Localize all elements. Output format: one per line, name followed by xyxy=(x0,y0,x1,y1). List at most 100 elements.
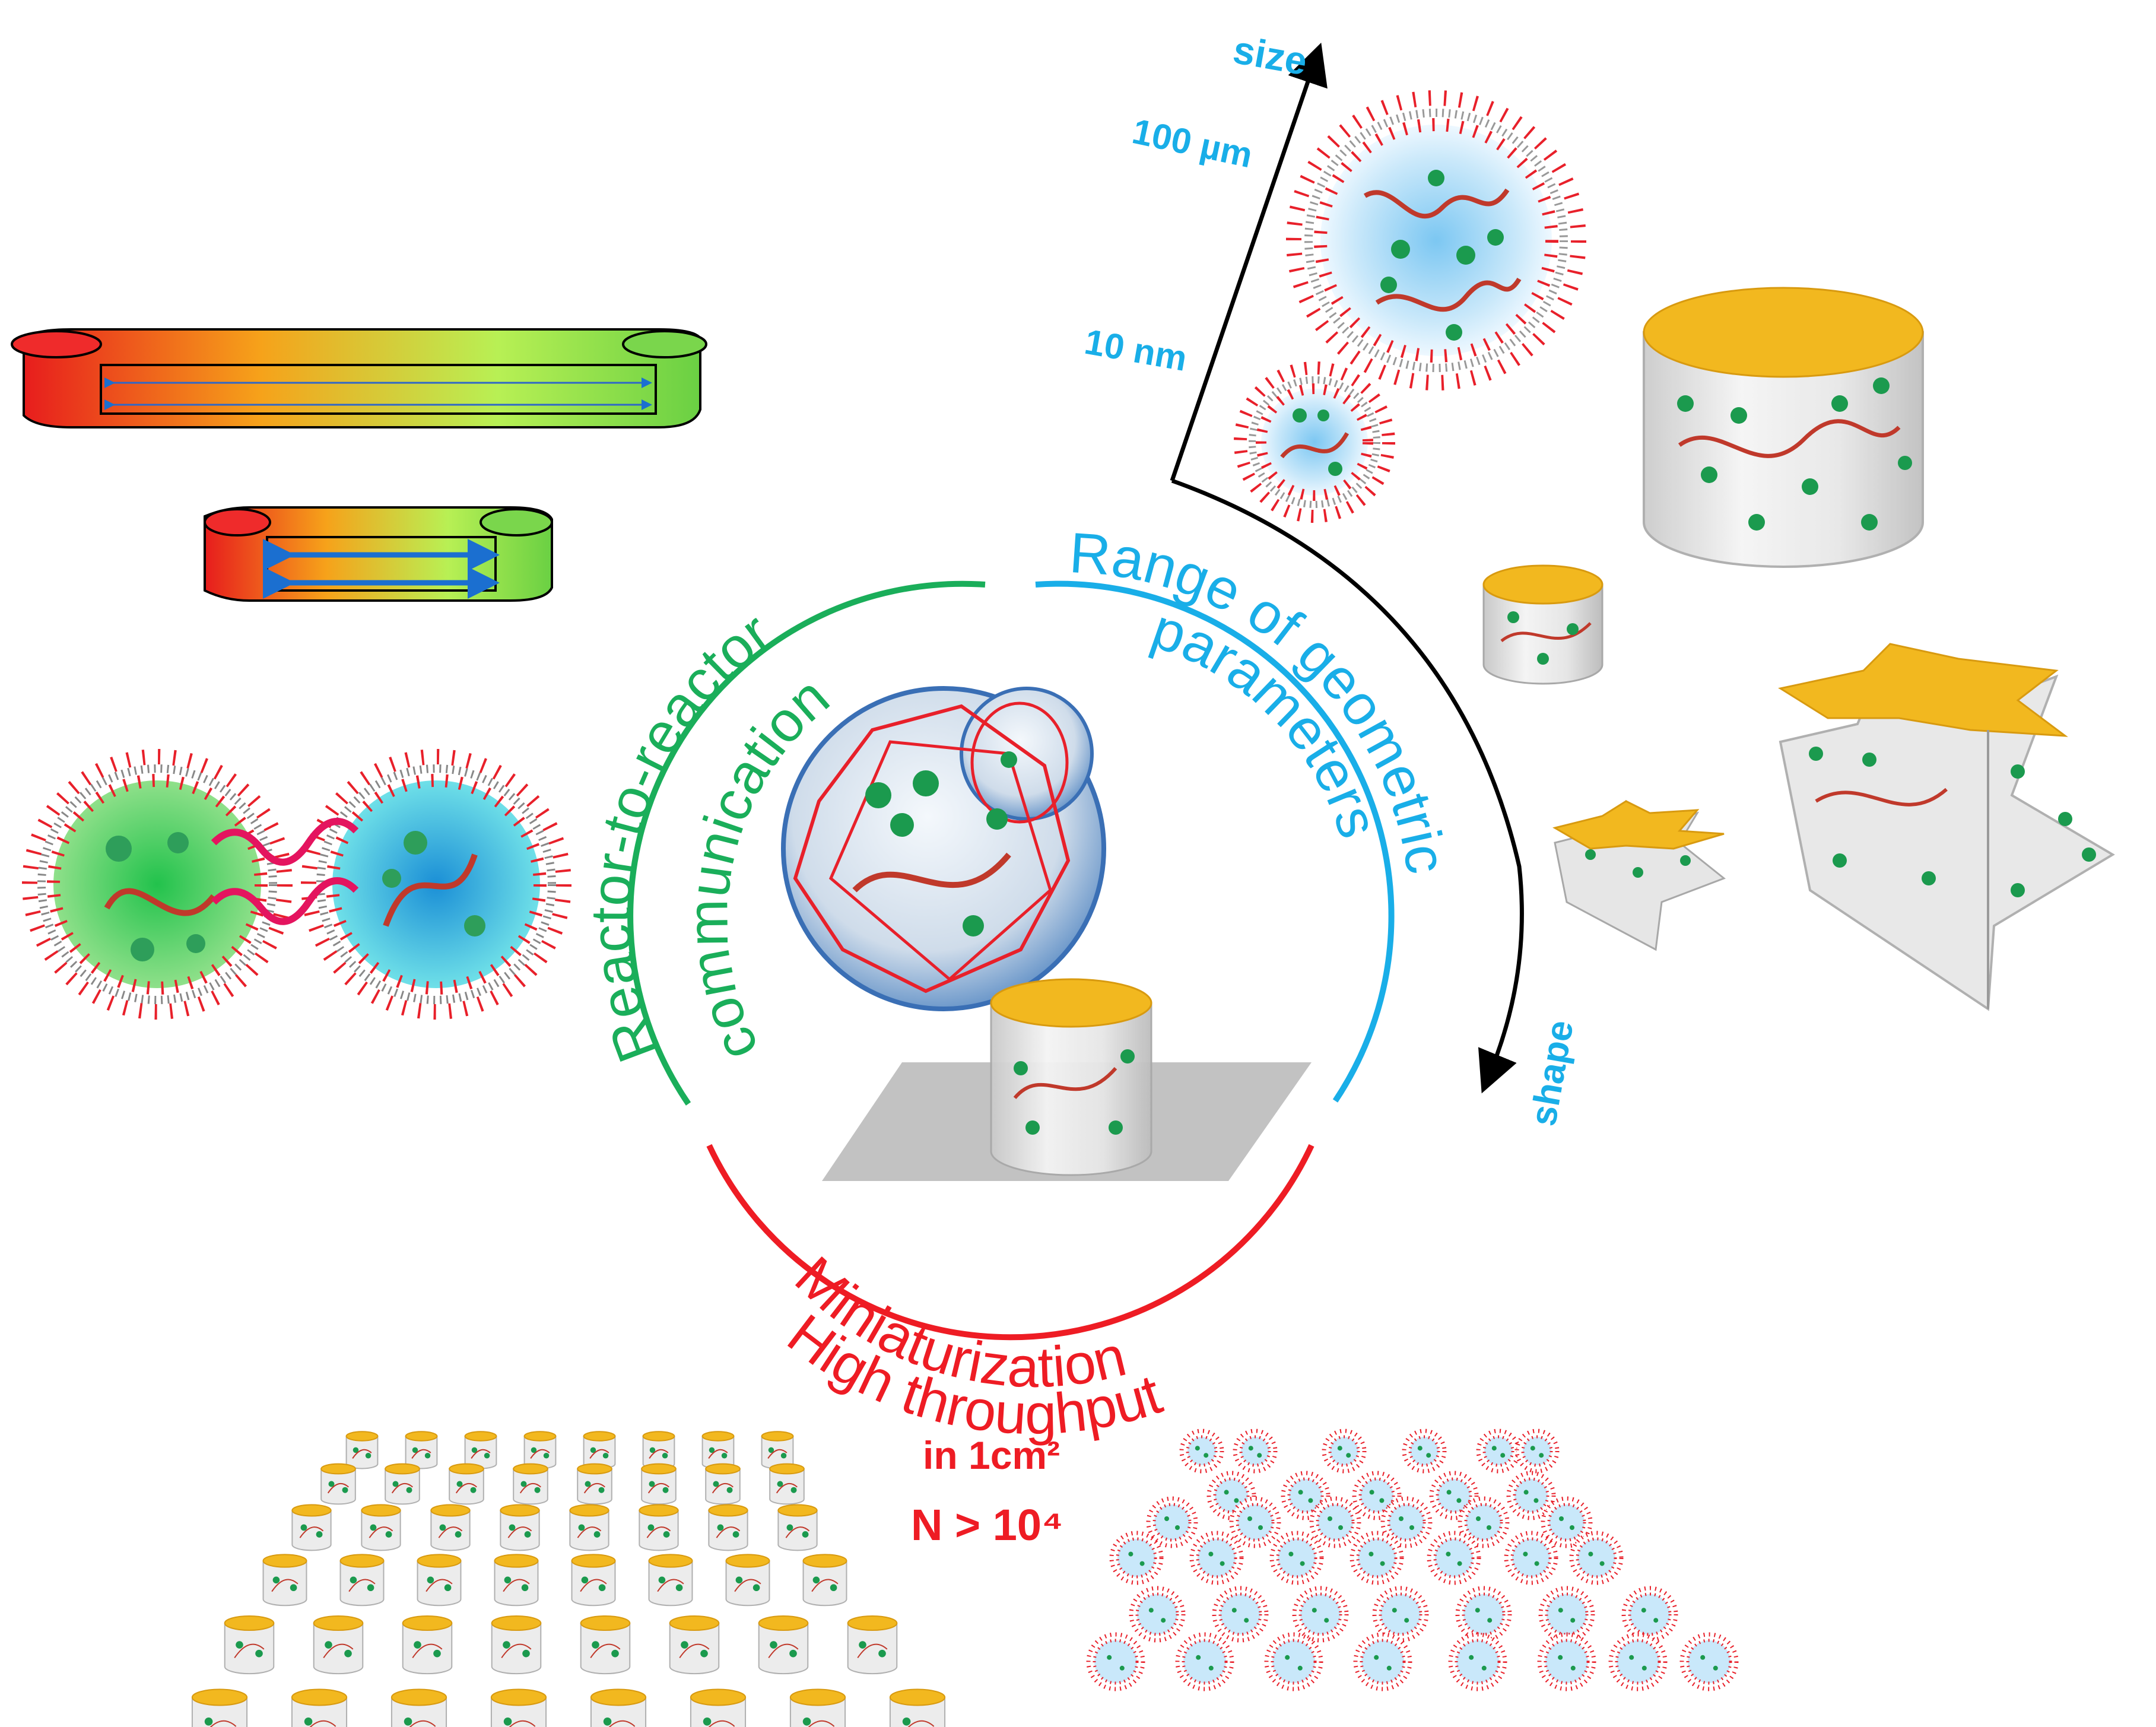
star-reactor-large xyxy=(1778,643,2115,1011)
array-vesicle xyxy=(1229,1496,1281,1548)
array-cylinder xyxy=(758,1615,809,1675)
array-cylinder xyxy=(889,1688,946,1727)
tick-label-10nm: 10 nm xyxy=(1082,322,1190,379)
array-vesicle xyxy=(1292,1586,1349,1643)
array-cylinder xyxy=(361,1504,401,1551)
arc-geometry xyxy=(1035,580,1395,1103)
gradient-bar-short xyxy=(204,506,553,602)
array-cylinder xyxy=(802,1554,847,1607)
array-cylinder xyxy=(641,1463,677,1505)
array-cylinder xyxy=(669,1615,720,1675)
tick-label-100um: 100 µm xyxy=(1129,111,1256,175)
size-label: size xyxy=(1230,27,1311,84)
array-vesicle xyxy=(1541,1496,1593,1548)
array-vesicle xyxy=(1506,1471,1556,1520)
array-cylinder xyxy=(639,1504,679,1551)
array-vesicle xyxy=(1608,1632,1668,1691)
array-vesicle xyxy=(1350,1531,1404,1585)
array-cylinder xyxy=(494,1554,539,1607)
array-vesicle xyxy=(1129,1586,1186,1643)
array-vesicle xyxy=(1109,1531,1164,1585)
array-cylinder xyxy=(590,1688,647,1727)
array-vesicle xyxy=(1458,1496,1510,1548)
array-cylinder xyxy=(577,1463,612,1505)
array-cylinder xyxy=(690,1688,747,1727)
array-cylinder xyxy=(291,1504,332,1551)
array-vesicle xyxy=(1380,1496,1433,1548)
array-vesicle xyxy=(1146,1496,1198,1548)
shape-label: shape xyxy=(1523,1017,1582,1129)
vesicle-large xyxy=(1286,90,1586,391)
array-cylinder xyxy=(402,1615,453,1675)
array-vesicle xyxy=(1309,1496,1361,1548)
array-vesicle xyxy=(1322,1428,1367,1474)
array-cylinder xyxy=(417,1554,462,1607)
vesicle-small xyxy=(1234,361,1395,523)
array-vesicle xyxy=(1455,1586,1512,1643)
array-cylinder xyxy=(708,1504,748,1551)
array-cylinder xyxy=(701,1431,735,1469)
array-cylinder xyxy=(490,1688,547,1727)
array-cylinder xyxy=(513,1463,548,1505)
array-vesicle xyxy=(1269,1531,1324,1585)
density-count-label: N > 10⁴ xyxy=(911,1500,1063,1550)
array-vesicle xyxy=(1538,1586,1595,1643)
array-cylinder xyxy=(262,1554,307,1607)
array-vesicle xyxy=(1175,1632,1234,1691)
array-cylinder xyxy=(725,1554,770,1607)
array-cylinder xyxy=(345,1431,379,1469)
array-cylinder xyxy=(761,1431,794,1469)
array-vesicle xyxy=(1264,1632,1323,1691)
array-cylinder xyxy=(405,1431,438,1469)
communicating-vesicles xyxy=(22,749,571,1020)
array-cylinder xyxy=(580,1615,631,1675)
arc-communication xyxy=(627,580,986,1106)
array-cylinder xyxy=(571,1554,616,1607)
array-vesicle xyxy=(1372,1586,1429,1643)
array-cylinder xyxy=(313,1615,364,1675)
array-vesicle xyxy=(1212,1586,1269,1643)
array-cylinder xyxy=(769,1463,805,1505)
array-cylinder xyxy=(789,1688,846,1727)
gradient-bar-long xyxy=(11,328,707,428)
cylinder-reactor-small xyxy=(1482,564,1603,685)
cylinder-reactor-large xyxy=(1643,287,1924,568)
size-axis xyxy=(1170,42,1524,1094)
array-cylinder xyxy=(339,1554,385,1607)
array-vesicle xyxy=(1448,1632,1507,1691)
array-vesicle xyxy=(1621,1586,1678,1643)
array-vesicle xyxy=(1504,1531,1558,1585)
central-fusing-vesicles xyxy=(781,686,1106,1011)
density-area-label: in 1cm² xyxy=(923,1433,1060,1477)
array-cylinder xyxy=(648,1554,693,1607)
array-cylinder xyxy=(449,1463,484,1505)
array-cylinder xyxy=(847,1615,898,1675)
array-vesicle xyxy=(1233,1428,1278,1474)
array-cylinder xyxy=(430,1504,471,1551)
array-vesicle xyxy=(1402,1428,1447,1474)
array-vesicle xyxy=(1189,1531,1244,1585)
array-cylinder xyxy=(191,1688,248,1727)
array-vesicle xyxy=(1569,1531,1624,1585)
array-vesicle xyxy=(1429,1471,1479,1520)
array-vesicle xyxy=(1679,1632,1739,1691)
array-vesicle xyxy=(1514,1428,1560,1474)
array-cylinder xyxy=(320,1463,356,1505)
array-cylinder xyxy=(491,1615,542,1675)
array-cylinder xyxy=(390,1688,447,1727)
array-cylinder xyxy=(583,1431,616,1469)
vesicle-array xyxy=(1086,1428,1739,1691)
array-vesicle xyxy=(1427,1531,1481,1585)
array-cylinder xyxy=(642,1431,675,1469)
array-vesicle xyxy=(1179,1428,1224,1474)
array-vesicle xyxy=(1353,1632,1412,1691)
array-cylinder xyxy=(777,1504,818,1551)
array-vesicle xyxy=(1537,1632,1596,1691)
array-cylinder xyxy=(569,1504,609,1551)
array-vesicle xyxy=(1476,1428,1521,1474)
central-cylinder-on-plane xyxy=(822,978,1312,1181)
array-cylinder xyxy=(464,1431,497,1469)
array-cylinder xyxy=(385,1463,420,1505)
array-cylinder xyxy=(500,1504,540,1551)
